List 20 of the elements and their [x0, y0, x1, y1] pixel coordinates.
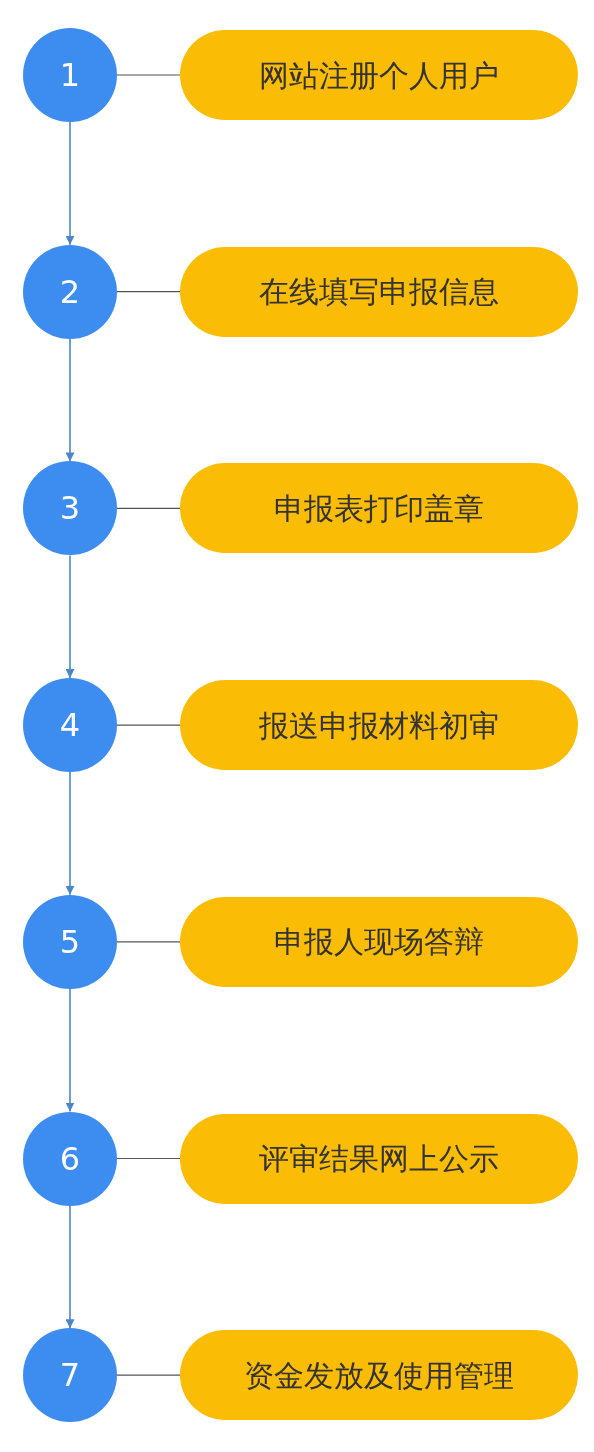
- connector-line: [116, 507, 181, 509]
- connector-line: [116, 1157, 181, 1160]
- step-pill: 申报人现场答辩: [180, 896, 578, 987]
- step-pill: 在线填写申报信息: [180, 246, 578, 337]
- step-pill: 报送申报材料初审: [180, 680, 578, 771]
- connector-line: [116, 1374, 181, 1376]
- connector-line: [116, 724, 181, 726]
- arrow: [65, 554, 75, 679]
- arrow: [65, 988, 75, 1113]
- arrow: [65, 121, 75, 246]
- connector-line: [116, 74, 181, 76]
- arrow: [65, 337, 75, 463]
- arrow: [65, 1204, 75, 1329]
- step-pill: 网站注册个人用户: [180, 30, 578, 120]
- arrow: [65, 771, 75, 896]
- step-pill: 申报表打印盖章: [180, 463, 578, 554]
- connector-line: [116, 291, 181, 293]
- step-pill: 评审结果网上公示: [180, 1113, 578, 1204]
- step-pill: 资金发放及使用管理: [180, 1330, 578, 1421]
- connector-line: [116, 941, 181, 943]
